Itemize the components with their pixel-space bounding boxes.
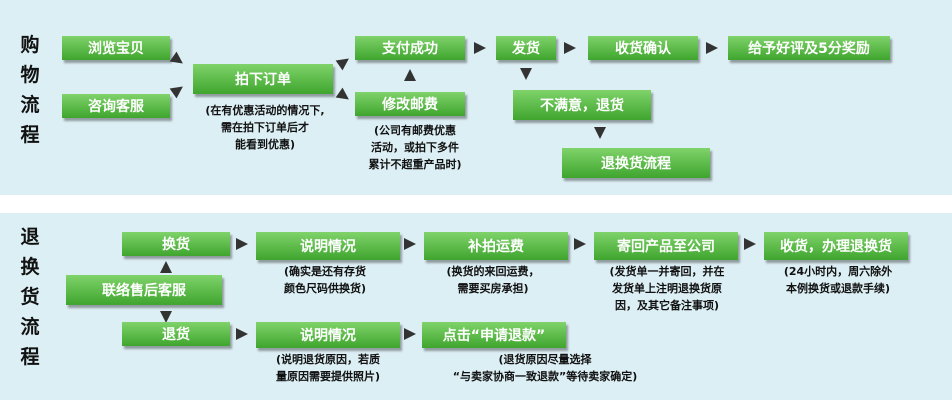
receive-note: (24小时内，周六除外 本例换货或退款手续) bbox=[783, 265, 893, 295]
browse-box: 浏览宝贝 bbox=[62, 36, 170, 60]
consult-box: 咨询客服 bbox=[62, 94, 170, 118]
arrow-ship-confirm bbox=[564, 42, 576, 54]
receive-box: 收货，办理退换货 bbox=[764, 232, 908, 260]
ship-box: 发货 bbox=[496, 36, 556, 60]
arrow-modify-pay bbox=[404, 69, 416, 81]
review-box: 给予好评及5分奖励 bbox=[728, 36, 890, 60]
confirm-box: 收货确认 bbox=[588, 36, 698, 60]
explain1-note: (确实是还有存货 颜色尺码供换货) bbox=[283, 265, 367, 295]
explain2-note: (说明退货原因，若质 量原因需要提供照片) bbox=[275, 353, 381, 383]
arrow-pay-ship bbox=[474, 42, 486, 54]
arrow-contact-exchange bbox=[160, 261, 172, 273]
modify-box: 修改邮费 bbox=[355, 92, 465, 116]
arrow-ship-unsatisfied bbox=[520, 68, 532, 80]
send-back-note: (发货单一并寄回，并在 发货单上注明退换货原 因，及其它备注事项) bbox=[609, 265, 725, 312]
unsatisfied-box: 不满意，退货 bbox=[513, 90, 651, 120]
return-flow-box: 退换货流程 bbox=[562, 148, 710, 178]
arrow-confirm-review bbox=[706, 42, 718, 54]
exchange-box: 换货 bbox=[122, 232, 230, 256]
arrow-explain-extraship bbox=[404, 238, 416, 250]
arrow-sendback-receive bbox=[744, 238, 756, 250]
arrow-exchange-explain bbox=[236, 238, 248, 250]
order-note: (在有优惠活动的情况下, 需在拍下订单后才 能看到优惠) bbox=[205, 104, 325, 151]
send-back-box: 寄回产品至公司 bbox=[594, 232, 738, 260]
arrow-extraship-sendback bbox=[574, 238, 586, 250]
purchase-flow-label: 购 物 流 程 bbox=[20, 34, 40, 146]
explain1-box: 说明情况 bbox=[256, 232, 400, 260]
extra-ship-box: 补拍运费 bbox=[424, 232, 568, 260]
modify-note: (公司有邮费优惠 活动，或拍下多件 累计不超重产品时) bbox=[368, 124, 462, 171]
refund-box: 退货 bbox=[122, 322, 230, 346]
arrow-refund-explain bbox=[236, 328, 248, 340]
order-box: 拍下订单 bbox=[193, 64, 333, 94]
return-flow-label: 退 换 货 流 程 bbox=[20, 226, 40, 368]
pay-box: 支付成功 bbox=[355, 36, 465, 60]
explain2-box: 说明情况 bbox=[256, 322, 400, 348]
arrow-explain-apply bbox=[404, 328, 416, 340]
extra-ship-note: (换货的来回运费， 需要买房承担) bbox=[446, 265, 540, 295]
contact-box: 联络售后客服 bbox=[66, 275, 222, 305]
arrow-unsatisfied-returnflow bbox=[594, 127, 606, 139]
apply-box: 点击“申请退款” bbox=[422, 322, 566, 348]
arrow-contact-refund bbox=[160, 311, 172, 323]
apply-note: (退货原因尽量选择 “与卖家协商一致退款”等待卖家确定) bbox=[452, 353, 638, 383]
